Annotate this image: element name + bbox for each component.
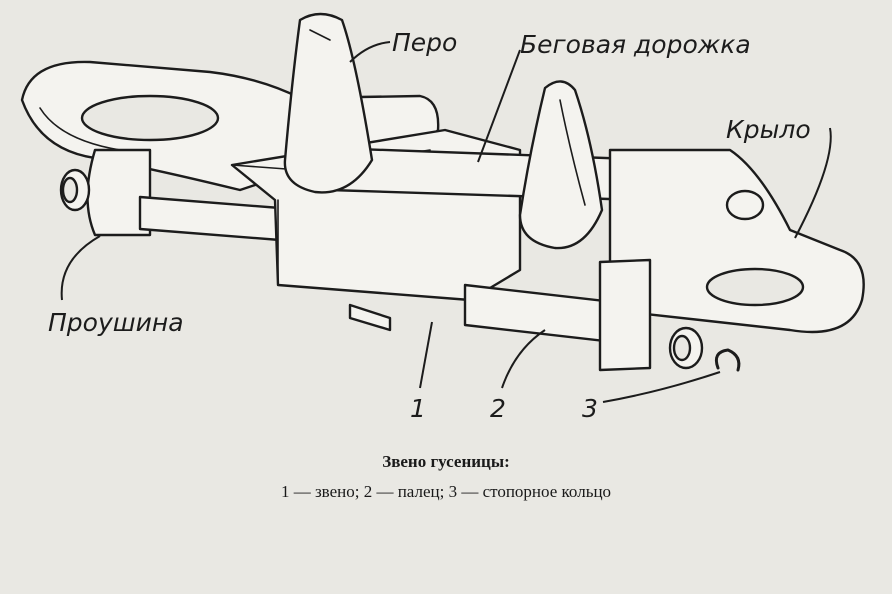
label-eye: Проушина: [48, 308, 184, 337]
leader-wing: [794, 127, 832, 239]
label-num-2: 2: [490, 394, 506, 423]
lock-ring: [714, 348, 741, 372]
label-track: Беговая дорожка: [520, 30, 751, 59]
leader-3: [602, 371, 721, 403]
label-wing: Крыло: [726, 115, 811, 144]
leader-eye: [60, 235, 101, 301]
label-num-3: 3: [582, 394, 598, 423]
leader-1: [419, 321, 433, 389]
left-guide-horn: [283, 12, 374, 194]
leader-pero: [349, 41, 391, 63]
left-wing-hole: [80, 94, 220, 142]
leader-2: [501, 329, 546, 389]
figure-legend: 1 — звено; 2 — палец; 3 — стопорное коль…: [280, 482, 612, 501]
upper-pin: [138, 195, 282, 242]
label-pero: Перо: [392, 28, 458, 57]
right-guide-horn: [518, 80, 604, 250]
figure-title: Звено гусеницы:: [382, 452, 510, 471]
right-wing-hole: [705, 267, 805, 307]
leader-track: [477, 49, 521, 163]
label-num-1: 1: [410, 394, 426, 423]
left-eye-lug: [86, 148, 152, 237]
